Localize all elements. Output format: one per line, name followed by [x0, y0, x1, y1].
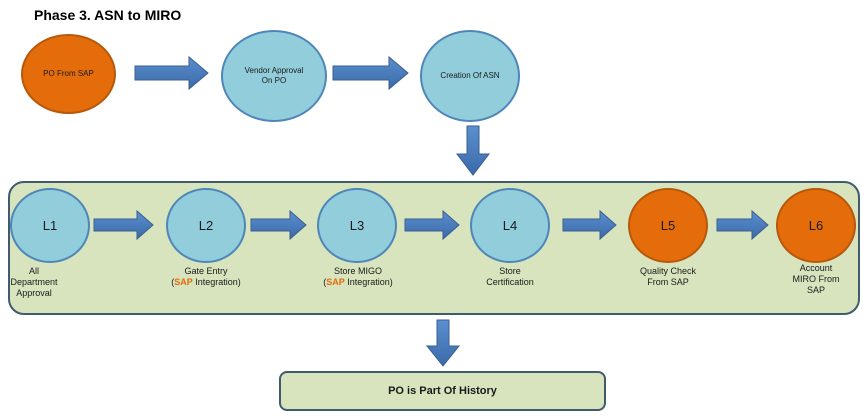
arrow-right-icon — [562, 209, 617, 241]
levels-panel — [8, 181, 860, 315]
po-from-sap-node: PO From SAP — [21, 34, 116, 114]
level-l1-node: L1 — [10, 188, 90, 263]
level-l6-node: L6 — [776, 188, 856, 263]
po-from-sap-label: PO From SAP — [43, 69, 94, 78]
diagram-title: Phase 3. ASN to MIRO — [34, 7, 182, 23]
level-l4-label: L4 — [502, 218, 518, 233]
level-l2-caption: Gate Entry (SAP Integration) — [171, 266, 241, 287]
level-l4-caption: Store Certification — [486, 266, 534, 287]
level-l3-caption: Store MIGO (SAP Integration) — [323, 266, 393, 287]
arrow-right-icon — [716, 209, 769, 241]
level-l5-node: L5 — [628, 188, 708, 263]
vendor-approval-label: Vendor Approval On PO — [244, 66, 304, 85]
po-history-label: PO is Part Of History — [388, 385, 497, 397]
level-l6-label: L6 — [808, 218, 824, 233]
level-l6-caption: Account MIRO From SAP — [792, 263, 840, 295]
level-l2-node: L2 — [166, 188, 246, 263]
level-l5-caption: Quality Check From SAP — [639, 266, 697, 287]
level-l1-label: L1 — [42, 218, 58, 233]
creation-of-asn-label: Creation Of ASN — [440, 71, 500, 80]
creation-of-asn-node: Creation Of ASN — [420, 30, 520, 122]
arrow-right-icon — [250, 209, 307, 241]
level-l1-caption: All Department Approval — [10, 266, 58, 298]
arrow-right-icon — [404, 209, 460, 241]
level-l4-node: L4 — [470, 188, 550, 263]
po-history-box: PO is Part Of History — [279, 371, 606, 411]
level-l3-node: L3 — [317, 188, 397, 263]
arrow-down-icon — [425, 319, 461, 367]
level-l5-label: L5 — [660, 218, 676, 233]
arrow-down-icon — [455, 125, 491, 176]
vendor-approval-node: Vendor Approval On PO — [221, 30, 327, 122]
level-l3-label: L3 — [349, 218, 365, 233]
arrow-right-icon — [93, 209, 154, 241]
arrow-right-icon — [134, 55, 209, 91]
level-l2-label: L2 — [198, 218, 214, 233]
arrow-right-icon — [332, 55, 409, 91]
